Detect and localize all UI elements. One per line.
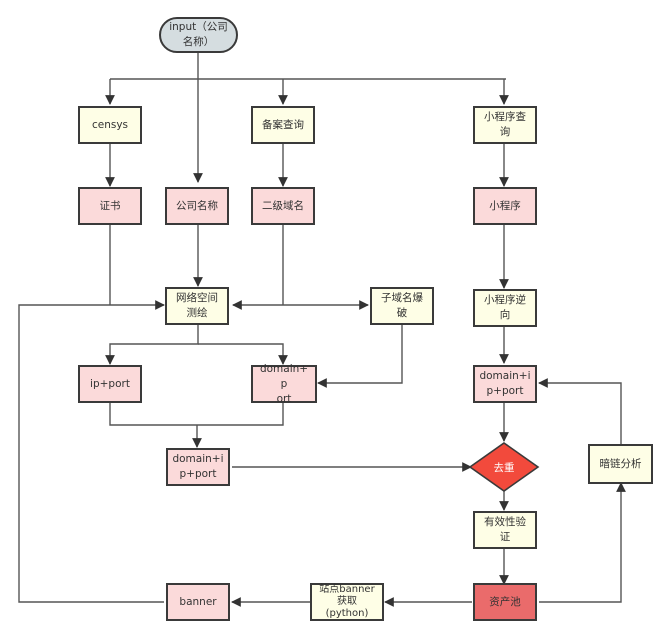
edge-mapping-split: [105, 324, 199, 365]
node-banner: banner: [166, 583, 230, 621]
node-beian-query: 备案查询: [251, 106, 315, 144]
edge-banner-loop: [18, 300, 165, 603]
node-domain-port: domain+p ort: [251, 363, 317, 405]
node-dark-link-analysis: 暗链分析: [588, 444, 653, 484]
node-domain-ip-port-right: domain+i p+port: [473, 365, 537, 403]
edge-pool-darklink: [539, 482, 626, 603]
node-censys: censys: [78, 106, 142, 144]
node-subdomain: 二级域名: [251, 187, 315, 225]
node-miniapp: 小程序: [473, 187, 537, 225]
node-asset-pool: 资产池: [473, 583, 537, 621]
edge-mapping-domain-port: [198, 343, 288, 365]
dedup-decision: [468, 442, 540, 492]
node-ip-port: ip+port: [78, 365, 142, 403]
edge-brute-domain-port: [317, 324, 403, 388]
dedup-label: 去重: [493, 461, 515, 474]
node-validity-check: 有效性验 证: [473, 511, 537, 549]
node-cyberspace-mapping: 网络空间 测绘: [165, 287, 229, 325]
edge-darklink-rdip: [538, 378, 622, 444]
node-miniapp-query: 小程序查 询: [473, 106, 537, 144]
node-company-name: 公司名称: [165, 187, 229, 225]
node-banner-fetch: 站点banner 获取 (python): [310, 583, 384, 621]
node-subdomain-bruteforce: 子域名爆 破: [370, 287, 434, 325]
node-domain-ip-port-left: domain+i p+port: [166, 448, 230, 486]
node-miniapp-reverse: 小程序逆 向: [473, 289, 537, 327]
start-node-input: input（公司 名称）: [159, 17, 238, 53]
node-certificate: 证书: [78, 187, 142, 225]
